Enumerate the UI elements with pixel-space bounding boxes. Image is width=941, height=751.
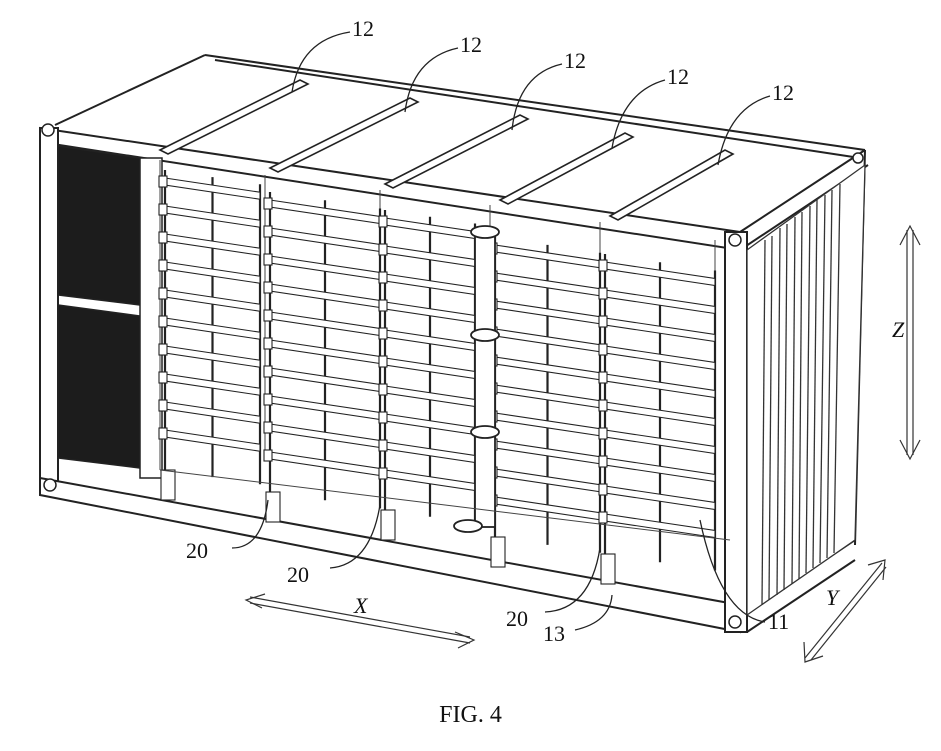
shelf-bracket — [159, 232, 167, 243]
rack-foot — [161, 470, 175, 500]
label-20-b: 20 — [287, 562, 309, 587]
shelf-bracket — [599, 288, 607, 299]
shelf-bracket — [379, 356, 387, 367]
shelf-bracket — [264, 226, 272, 237]
label-20-a: 20 — [186, 538, 208, 563]
shelf-bracket — [599, 512, 607, 523]
axis-label-y: Y — [826, 585, 841, 610]
shelf-bracket — [379, 328, 387, 339]
shelf-bracket — [264, 422, 272, 433]
shelf-bracket — [379, 300, 387, 311]
shelf-bracket — [159, 260, 167, 271]
shelf-bracket — [264, 310, 272, 321]
rack-foot — [266, 492, 280, 522]
shelf-bracket — [379, 412, 387, 423]
left-vent-panels — [58, 146, 162, 478]
shelf-bracket — [159, 400, 167, 411]
label-20-c: 20 — [506, 606, 528, 631]
shelf-bracket — [159, 372, 167, 383]
shelf-bracket — [599, 428, 607, 439]
shelf-bracket — [159, 176, 167, 187]
shelf-bracket — [379, 384, 387, 395]
shelf-bracket — [159, 288, 167, 299]
shelf-bracket — [264, 282, 272, 293]
rack-foot — [381, 510, 395, 540]
shelf-bracket — [379, 244, 387, 255]
shelf-bracket — [599, 372, 607, 383]
rack-foot — [601, 554, 615, 584]
y-axis-arrow — [804, 560, 886, 662]
shelf-bracket — [379, 272, 387, 283]
shelf-bracket — [159, 428, 167, 439]
shelf-bracket — [599, 484, 607, 495]
shelf-bracket — [599, 456, 607, 467]
rack-foot — [491, 537, 505, 567]
shelf-bracket — [264, 450, 272, 461]
axis-label-x: X — [353, 593, 369, 618]
shelf-bracket — [379, 440, 387, 451]
axis-label-z: Z — [892, 317, 905, 342]
shelf-bracket — [379, 216, 387, 227]
label-13: 13 — [543, 621, 565, 646]
shelf-bracket — [379, 468, 387, 479]
label-11: 11 — [768, 609, 789, 634]
shelf-bracket — [599, 400, 607, 411]
shelf-bracket — [264, 254, 272, 265]
label-12-d: 12 — [667, 64, 689, 89]
label-12-a: 12 — [352, 16, 374, 41]
label-12-c: 12 — [564, 48, 586, 73]
shelf-bracket — [599, 316, 607, 327]
shelf-bracket — [599, 344, 607, 355]
shelf-bracket — [264, 394, 272, 405]
z-axis-arrow — [900, 226, 920, 459]
shelf-bracket — [159, 344, 167, 355]
label-12-e: 12 — [772, 80, 794, 105]
shelf-bracket — [599, 260, 607, 271]
shelf-bracket — [159, 316, 167, 327]
label-12-b: 12 — [460, 32, 482, 57]
shelf-bracket — [264, 338, 272, 349]
shelf-bracket — [264, 366, 272, 377]
shelf-bracket — [264, 198, 272, 209]
shelf-bracket — [159, 204, 167, 215]
figure-caption: FIG. 4 — [0, 702, 941, 729]
